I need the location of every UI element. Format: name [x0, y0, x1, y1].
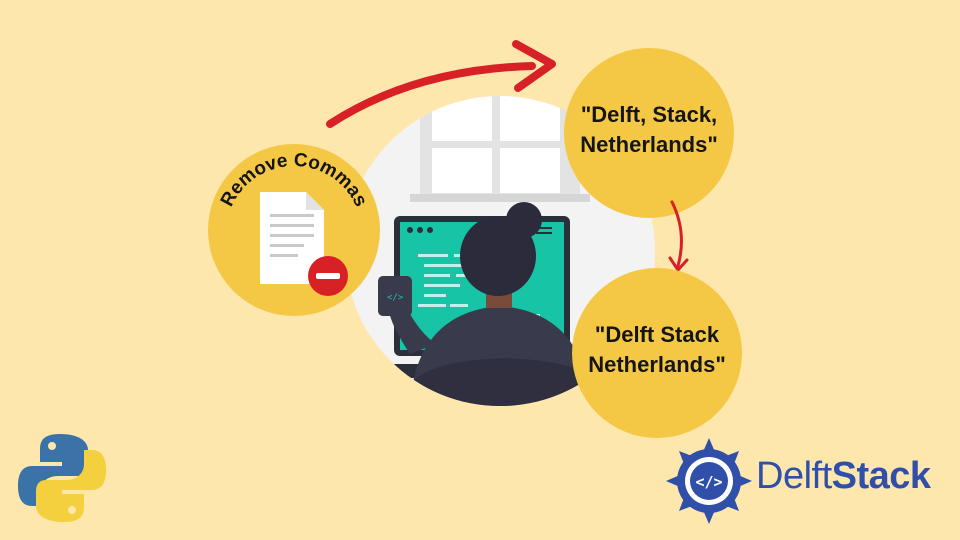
output-string-line-1: "Delft Stack	[594, 322, 720, 347]
emblem-code-glyph: </>	[695, 473, 722, 491]
input-string-line-2: Netherlands"	[580, 132, 718, 157]
svg-text:</>: </>	[387, 293, 404, 303]
delftstack-emblem: </>	[666, 438, 752, 524]
minus-badge-icon	[308, 256, 348, 296]
python-logo	[18, 434, 106, 522]
output-string-bubble	[572, 268, 742, 438]
output-string-text: "Delft Stack Netherlands"	[572, 320, 742, 380]
down-arrow-icon	[668, 200, 689, 272]
brand-name-part1: Delft	[756, 455, 832, 497]
remove-commas-bubble: Remove Commas	[208, 144, 380, 316]
document-icon	[260, 192, 324, 284]
brand-name-part2: Stack	[831, 455, 931, 497]
curved-arrow-icon	[326, 40, 556, 128]
input-string-line-1: "Delft, Stack,	[580, 102, 718, 127]
input-string-bubble	[564, 48, 734, 218]
input-string-text: "Delft, Stack, Netherlands"	[564, 100, 734, 160]
delftstack-wordmark: DelftStack	[756, 455, 931, 498]
output-string-line-2: Netherlands"	[588, 352, 726, 377]
